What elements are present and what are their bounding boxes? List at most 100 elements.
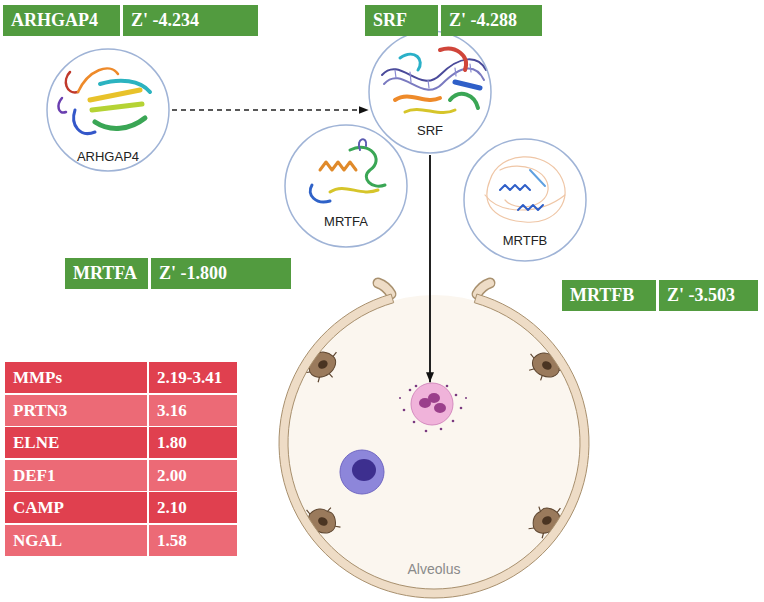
table-cell-text: PRTN3 (13, 401, 67, 420)
table-value-cell: 1.58 (149, 525, 237, 556)
arhgap4-structure (74, 110, 95, 133)
circle-outline (463, 138, 587, 262)
table-cell-text: 3.16 (157, 401, 187, 420)
text-holder: Alveolus (278, 561, 590, 577)
arhgap4-structure (59, 98, 66, 113)
gene-cell: SRF (365, 5, 438, 36)
z-score: Z' -1.800 (159, 263, 227, 283)
neutrophil (465, 397, 467, 399)
neutrophil (411, 383, 453, 425)
score-cell: Z' -4.288 (441, 5, 542, 36)
table-cell-text: 2.00 (157, 466, 187, 485)
circle-outline (284, 124, 408, 248)
circle-outline (46, 48, 170, 172)
srf-structure (382, 49, 486, 113)
protein-name: MRTFB (503, 233, 548, 248)
protein-circle: MRTFB (463, 138, 587, 262)
protein-name: SRF (417, 123, 443, 138)
alveolus-interior (286, 295, 582, 591)
arrow-connector (172, 109, 369, 111)
mrtfa-structure (359, 139, 366, 150)
lymphocyte (340, 450, 384, 494)
mrtfb-structure (485, 157, 565, 222)
lymphocyte (340, 450, 384, 494)
srf-structure (384, 68, 484, 89)
macrophage-cell (522, 342, 571, 389)
table-value-cell: 3.16 (149, 395, 237, 426)
alveolus-interior (477, 283, 490, 294)
mrtfb-structure (500, 166, 548, 207)
neutrophil (440, 428, 443, 431)
arhgap4-structure (92, 104, 142, 110)
score-cell: Z' -4.234 (123, 5, 258, 36)
neutrophil (425, 430, 428, 433)
mrtfb-structure (518, 205, 543, 210)
text-holder: SRF (368, 123, 492, 138)
mrtfb-structure (487, 157, 565, 222)
arhgap4-structure (90, 90, 140, 100)
macrophage-cell (522, 498, 571, 545)
table-value-cell: 2.00 (149, 460, 237, 491)
alveolus-interior (477, 283, 490, 294)
table-cell-text: DEF1 (13, 466, 56, 485)
table-value-cell: 2.10 (149, 492, 237, 523)
alveolus-outline: Alveolus (278, 287, 590, 599)
mrtfa-structure (310, 139, 385, 202)
neutrophil (403, 409, 406, 412)
alveolus-interior (378, 283, 391, 294)
mrtfb-structure (530, 170, 545, 186)
circle-outline (369, 31, 491, 153)
srf-structure (400, 54, 420, 70)
neutrophil (455, 394, 458, 397)
z-score: Z' -3.503 (667, 285, 735, 305)
protein-circle: SRF (368, 30, 492, 154)
protein-circle: ARHGAP4 (46, 48, 170, 172)
label-tag: MRTFB Z' -3.503 (562, 280, 758, 311)
gene-cell: MRTFA (65, 258, 148, 289)
alveolus-wall (279, 294, 589, 598)
label-tag: MRTFA Z' -1.800 (65, 258, 291, 289)
srf-structure (395, 96, 440, 100)
gene-cell: MRTFB (562, 280, 656, 311)
table-cell-text: MMPs (13, 368, 62, 387)
arhgap4-structure (100, 81, 150, 92)
table-value-cell: 2.19-3.41 (149, 362, 237, 393)
srf-structure (450, 94, 478, 108)
srf-structure (455, 82, 480, 88)
circle-outline (368, 30, 492, 154)
table-key-cell: ELNE (5, 427, 147, 458)
table-cell-text: 1.80 (157, 433, 187, 452)
arrow-connector (429, 155, 431, 382)
srf-structure (405, 109, 455, 112)
circle-outline (285, 125, 407, 247)
label-tag: SRF Z' -4.288 (365, 5, 542, 36)
mrtfb-structure (500, 185, 530, 190)
mrtfb-structure (485, 195, 565, 210)
label-tag: ARHGAP4Z' -4.234 (3, 5, 258, 36)
neutrophil (399, 383, 467, 432)
gene-name: SRF (373, 10, 407, 30)
neutrophil (434, 403, 446, 413)
neutrophil (413, 421, 416, 424)
table-key-cell: CAMP (5, 492, 147, 523)
mrtfa-structure (350, 147, 385, 186)
text-holder: ARHGAP4 (46, 149, 170, 164)
neutrophil (409, 389, 412, 392)
neutrophil (446, 385, 449, 388)
text-holder: MRTFB (463, 233, 587, 248)
neutrophil (399, 397, 401, 399)
table-cell-text: ELNE (13, 433, 59, 452)
arhgap4-structure (59, 68, 150, 133)
z-score: Z' -4.234 (131, 10, 199, 30)
mrtfa-structure (330, 188, 378, 192)
table-cell-text: CAMP (13, 498, 64, 517)
circle-outline (464, 139, 586, 261)
macrophage-cell (298, 342, 347, 389)
alveolus-label: Alveolus (408, 561, 461, 577)
circle-outline (47, 49, 169, 171)
arhgap4-structure (95, 118, 145, 128)
protein-name: MRTFA (324, 214, 368, 229)
